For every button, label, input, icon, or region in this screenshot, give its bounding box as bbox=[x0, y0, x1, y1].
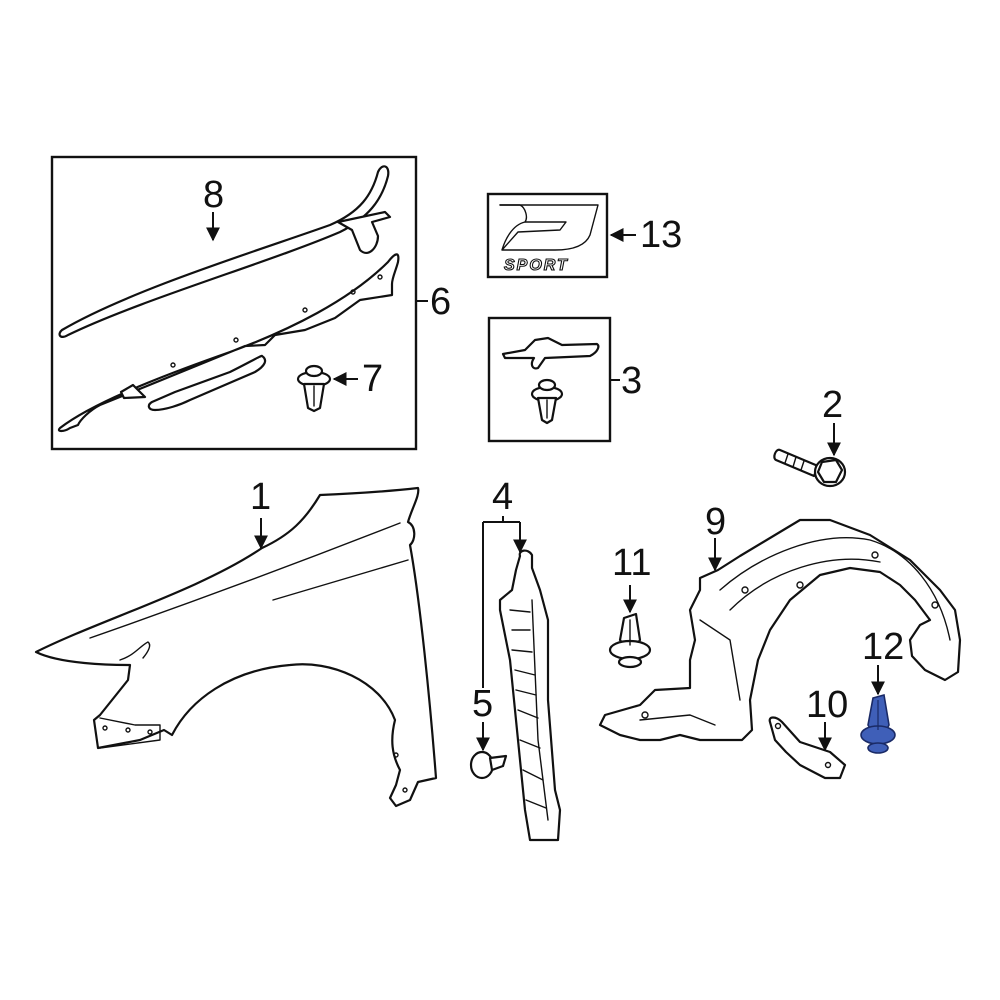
callout-3: 3 bbox=[621, 360, 643, 402]
kit-6-box bbox=[50, 155, 418, 451]
part-10-bracket[interactable] bbox=[768, 716, 847, 780]
part-7-clip[interactable] bbox=[296, 364, 332, 413]
callout-4: 4 bbox=[492, 476, 514, 518]
callout-2: 2 bbox=[822, 384, 844, 426]
part-1-fender[interactable] bbox=[34, 486, 438, 808]
part-13-emblem[interactable]: SPORT bbox=[486, 192, 609, 279]
part-8-weatherstrip[interactable] bbox=[58, 165, 390, 338]
part-9-fender-liner[interactable] bbox=[598, 518, 962, 742]
part-4-side-seal[interactable] bbox=[498, 549, 562, 842]
part-12-clip-highlighted[interactable] bbox=[860, 693, 896, 754]
callout-9: 9 bbox=[705, 501, 727, 543]
part-6-lower-bracket bbox=[147, 354, 267, 412]
part-2-bolt[interactable] bbox=[773, 448, 847, 488]
part-8-end-clip bbox=[336, 210, 392, 254]
part-3-clip bbox=[530, 378, 564, 425]
part-11-clip[interactable] bbox=[608, 612, 652, 669]
kit-3-group[interactable] bbox=[487, 316, 620, 443]
part-6-lower-seal bbox=[57, 253, 400, 433]
callout-12: 12 bbox=[862, 626, 905, 668]
callout-8: 8 bbox=[203, 174, 225, 216]
part-5-clip[interactable] bbox=[469, 750, 508, 780]
kit-6-group[interactable] bbox=[50, 155, 428, 451]
part-4-bracket bbox=[482, 516, 527, 688]
callout-1: 1 bbox=[250, 476, 272, 518]
callout-10: 10 bbox=[806, 684, 849, 726]
callout-11: 11 bbox=[612, 542, 652, 584]
part-6-small-tab bbox=[119, 383, 147, 400]
callout-7: 7 bbox=[362, 358, 384, 400]
callout-5: 5 bbox=[472, 683, 494, 725]
emblem-sport-text: SPORT bbox=[504, 257, 569, 274]
callout-6: 6 bbox=[430, 281, 452, 323]
callout-13: 13 bbox=[640, 214, 683, 256]
part-3-seal bbox=[501, 336, 600, 370]
